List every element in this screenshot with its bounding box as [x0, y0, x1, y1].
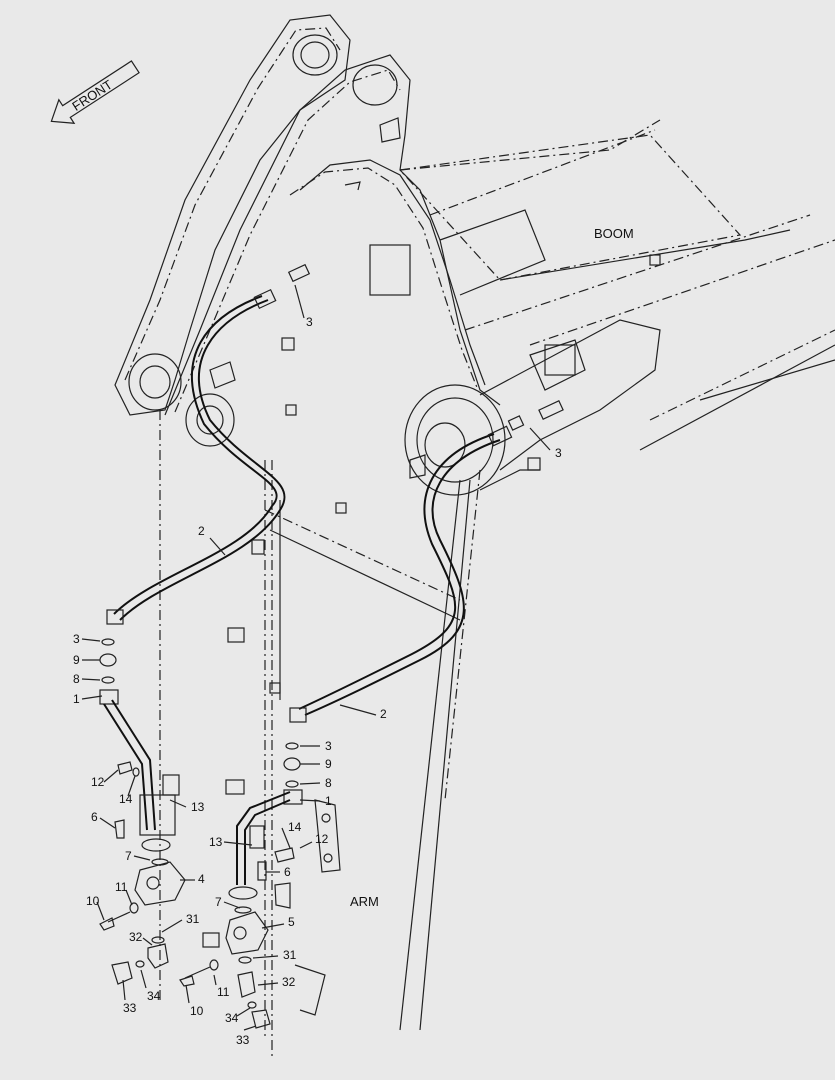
pipe-assembly-left	[99, 699, 186, 985]
hose-left	[99, 263, 311, 705]
part-number-callout: 33	[123, 1001, 137, 1015]
part-number-callout: 2	[198, 524, 205, 538]
part-number-callout: 11	[115, 880, 128, 894]
part-number-callout: 32	[282, 975, 296, 989]
front-arrow: FRONT	[50, 60, 140, 124]
part-number-callout: 3	[73, 632, 80, 646]
part-number-callout: 6	[91, 810, 98, 824]
pipe-assembly-right	[179, 791, 341, 1029]
part-number-callout: 5	[288, 915, 295, 929]
part-number-callout: 13	[209, 835, 223, 849]
arm-cylinder-end	[404, 319, 661, 496]
part-number-callout: 3	[325, 739, 332, 753]
boom-label: BOOM	[594, 226, 634, 241]
part-number-callout: 14	[288, 820, 302, 834]
part-number-callout: 8	[73, 672, 80, 686]
part-number-callout: 31	[186, 912, 200, 926]
part-number-callout: 8	[325, 776, 332, 790]
part-number-callout: 32	[129, 930, 143, 944]
part-number-callout: 3	[306, 315, 313, 329]
front-label: FRONT	[69, 77, 115, 114]
leader-lines	[81, 284, 551, 1031]
part-number-callout: 3	[555, 446, 562, 460]
part-number-callout: 2	[380, 707, 387, 721]
part-number-callout: 34	[225, 1011, 239, 1025]
part-number-callout: 14	[119, 792, 133, 806]
part-number-callout: 1	[73, 692, 80, 706]
part-number-callout: 33	[236, 1033, 250, 1047]
part-number-callout: 12	[315, 832, 329, 846]
arm-structure: ARM	[159, 117, 481, 1060]
part-number-callout: 9	[325, 757, 332, 771]
part-number-callout: 13	[191, 800, 205, 814]
part-number-callout: 7	[125, 849, 132, 863]
part-number-callout: 31	[283, 948, 297, 962]
part-number-callout: 1	[325, 794, 332, 808]
part-number-callout: 7	[215, 895, 222, 909]
part-number-callout: 12	[91, 775, 105, 789]
part-number-callout: 11	[217, 985, 230, 999]
part-number-callout: 9	[73, 653, 80, 667]
part-number-callout: 4	[198, 872, 205, 886]
part-number-callout: 34	[147, 989, 161, 1003]
boom-structure: BOOM	[114, 14, 835, 451]
part-number-callout: 10	[190, 1004, 204, 1018]
arm-label: ARM	[350, 894, 379, 909]
part-number-callout: 10	[86, 894, 100, 908]
part-number-callout: 6	[284, 865, 291, 879]
